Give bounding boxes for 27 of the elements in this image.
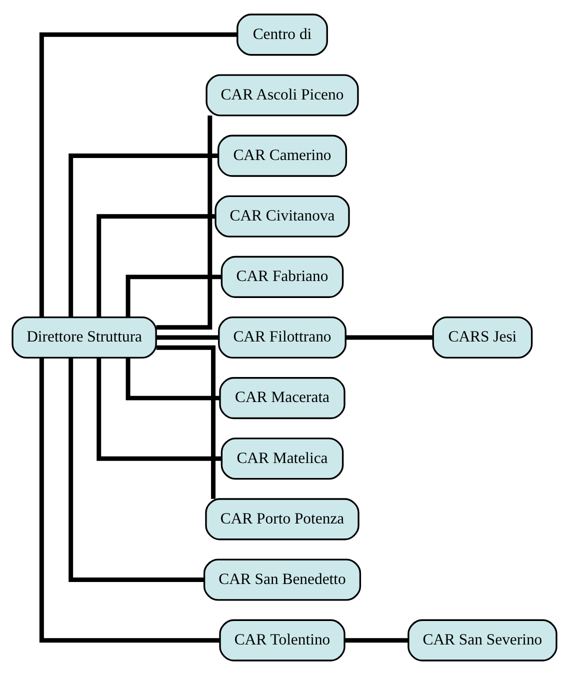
connector <box>68 358 204 582</box>
node-box: CARS Jesi <box>432 316 533 359</box>
node-box: CAR San Benedetto <box>203 558 362 601</box>
connector <box>156 345 216 499</box>
node-box: Centro di <box>236 14 328 56</box>
connector <box>126 274 222 317</box>
node-box: CAR Matelica <box>220 438 344 480</box>
connector <box>68 154 218 317</box>
node-box: CAR Macerata <box>219 377 346 420</box>
connector <box>96 214 216 317</box>
connector <box>344 638 408 643</box>
node-box: Direttore Struttura <box>12 316 157 359</box>
connector <box>96 358 222 461</box>
connector <box>156 335 219 340</box>
connector <box>156 115 212 330</box>
connector <box>39 358 220 643</box>
node-box: CAR Filottrano <box>218 316 346 359</box>
connector <box>346 335 434 340</box>
node-box: CAR Fabriano <box>220 256 344 298</box>
node-box: CAR San Severino <box>408 619 558 662</box>
connector <box>39 32 238 318</box>
connector <box>126 358 220 400</box>
node-box: CAR Porto Potenza <box>205 498 360 540</box>
node-box: CAR Tolentino <box>219 619 346 662</box>
node-box: CAR Camerino <box>217 134 348 177</box>
node-box: CAR Civitanova <box>214 195 350 238</box>
node-box: CAR Ascoli Piceno <box>206 74 359 116</box>
